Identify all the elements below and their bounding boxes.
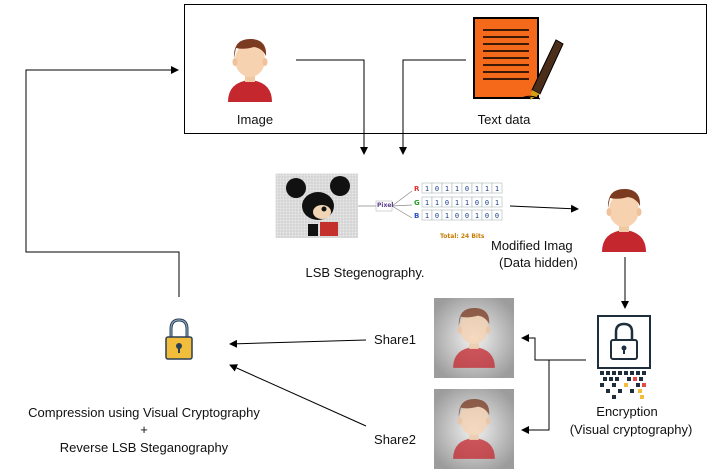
bit-value: 1 bbox=[495, 185, 499, 193]
encryption-lock-icon bbox=[597, 315, 651, 399]
bit-value: 1 bbox=[445, 185, 449, 193]
bit-value: 1 bbox=[455, 199, 459, 207]
encryption-pixel bbox=[642, 383, 646, 387]
encryption-pixel bbox=[618, 389, 622, 393]
bit-value: 0 bbox=[445, 199, 449, 207]
bit-value: 1 bbox=[495, 199, 499, 207]
bit-value: 1 bbox=[435, 199, 439, 207]
bit-value: 1 bbox=[485, 185, 489, 193]
input-box bbox=[184, 4, 707, 134]
encryption-pixel bbox=[638, 389, 642, 393]
bit-value: 0 bbox=[495, 212, 499, 220]
bit-cell bbox=[491, 209, 503, 221]
encryption-pixel bbox=[612, 371, 616, 375]
encryption-pixel bbox=[615, 377, 619, 381]
channel-label-b: B bbox=[414, 212, 419, 220]
encryption-pixel bbox=[640, 395, 644, 399]
text-document-icon bbox=[473, 17, 564, 100]
text-data-label: Text data bbox=[477, 112, 531, 127]
decode-padlock-icon bbox=[164, 318, 194, 361]
encryption-pixel bbox=[600, 371, 604, 375]
encryption-pixel bbox=[606, 389, 610, 393]
input-image-person-icon bbox=[228, 38, 272, 102]
bit-value: 0 bbox=[435, 212, 439, 220]
bit-value: 0 bbox=[465, 185, 469, 193]
mickey-pixel-image bbox=[275, 173, 358, 238]
bit-value: 1 bbox=[425, 185, 429, 193]
arrow-encryption-to-share2 bbox=[521, 359, 586, 434]
pixel-label: Pixel bbox=[377, 202, 394, 209]
share1-image bbox=[434, 298, 514, 378]
encryption-pixel bbox=[624, 371, 628, 375]
image-label: Image bbox=[236, 112, 274, 127]
arrow-encryption-to-share1 bbox=[521, 334, 586, 361]
encryption-pixel bbox=[630, 371, 634, 375]
encryption-pixel bbox=[609, 377, 613, 381]
bit-cell bbox=[491, 196, 503, 208]
bit-cell bbox=[491, 182, 503, 194]
encryption-pixel bbox=[639, 377, 643, 381]
encryption-pixel bbox=[636, 371, 640, 375]
encryption-pixel bbox=[630, 389, 634, 393]
encryption-line2: (Visual cryptography) bbox=[569, 422, 693, 437]
channel-label-r: R bbox=[414, 185, 420, 193]
bit-value: 0 bbox=[475, 199, 479, 207]
modified-image-caption: Modified Imag (Data hidden) bbox=[490, 238, 580, 272]
decode-line2: + bbox=[140, 422, 148, 437]
encryption-pixel bbox=[633, 377, 637, 381]
modified-line2: (Data hidden) bbox=[499, 255, 578, 270]
bit-value: 0 bbox=[455, 212, 459, 220]
bit-value: 1 bbox=[425, 199, 429, 207]
lsb-caption: LSB Stegenography. bbox=[305, 265, 425, 280]
encryption-pixel bbox=[612, 383, 616, 387]
encryption-pixel bbox=[603, 377, 607, 381]
encryption-pixel bbox=[627, 377, 631, 381]
bit-value: 0 bbox=[485, 199, 489, 207]
encryption-pixel bbox=[636, 383, 640, 387]
bit-value: 0 bbox=[485, 212, 489, 220]
share2-label: Share2 bbox=[374, 432, 416, 447]
total-bits-label: Total: 24 Bits bbox=[440, 233, 485, 240]
bit-value: 1 bbox=[445, 212, 449, 220]
bit-value: 0 bbox=[435, 185, 439, 193]
bit-value: 1 bbox=[455, 185, 459, 193]
decode-line1: Compression using Visual Cryptography bbox=[28, 405, 260, 420]
bit-value: 1 bbox=[465, 199, 469, 207]
bit-value: 1 bbox=[425, 212, 429, 220]
bit-value: 1 bbox=[475, 212, 479, 220]
arrow-share2-to-padlock bbox=[229, 364, 367, 427]
decode-line3: Reverse LSB Steganography bbox=[59, 440, 229, 455]
arrow-feedback-to-input bbox=[25, 66, 180, 297]
bit-value: 1 bbox=[475, 185, 479, 193]
encryption-pixel bbox=[600, 383, 604, 387]
encryption-pixel bbox=[618, 371, 622, 375]
share1-label: Share1 bbox=[374, 332, 416, 347]
modified-line1: Modified Imag bbox=[491, 238, 573, 253]
arrow-share1-to-padlock bbox=[229, 339, 367, 348]
arrow-image-to-lsb bbox=[296, 59, 368, 155]
bit-value: 0 bbox=[465, 212, 469, 220]
encryption-pixel bbox=[642, 371, 646, 375]
arrow-lsb-to-modified bbox=[509, 204, 579, 213]
encryption-pixel bbox=[624, 383, 628, 387]
channel-label-g: G bbox=[414, 199, 420, 207]
encryption-pixel bbox=[612, 395, 616, 399]
modified-image-person-icon bbox=[602, 188, 646, 252]
arrow-text-to-lsb bbox=[399, 59, 466, 155]
share2-image bbox=[434, 389, 514, 469]
encryption-pixel bbox=[606, 371, 610, 375]
encryption-line1: Encryption bbox=[596, 404, 658, 419]
